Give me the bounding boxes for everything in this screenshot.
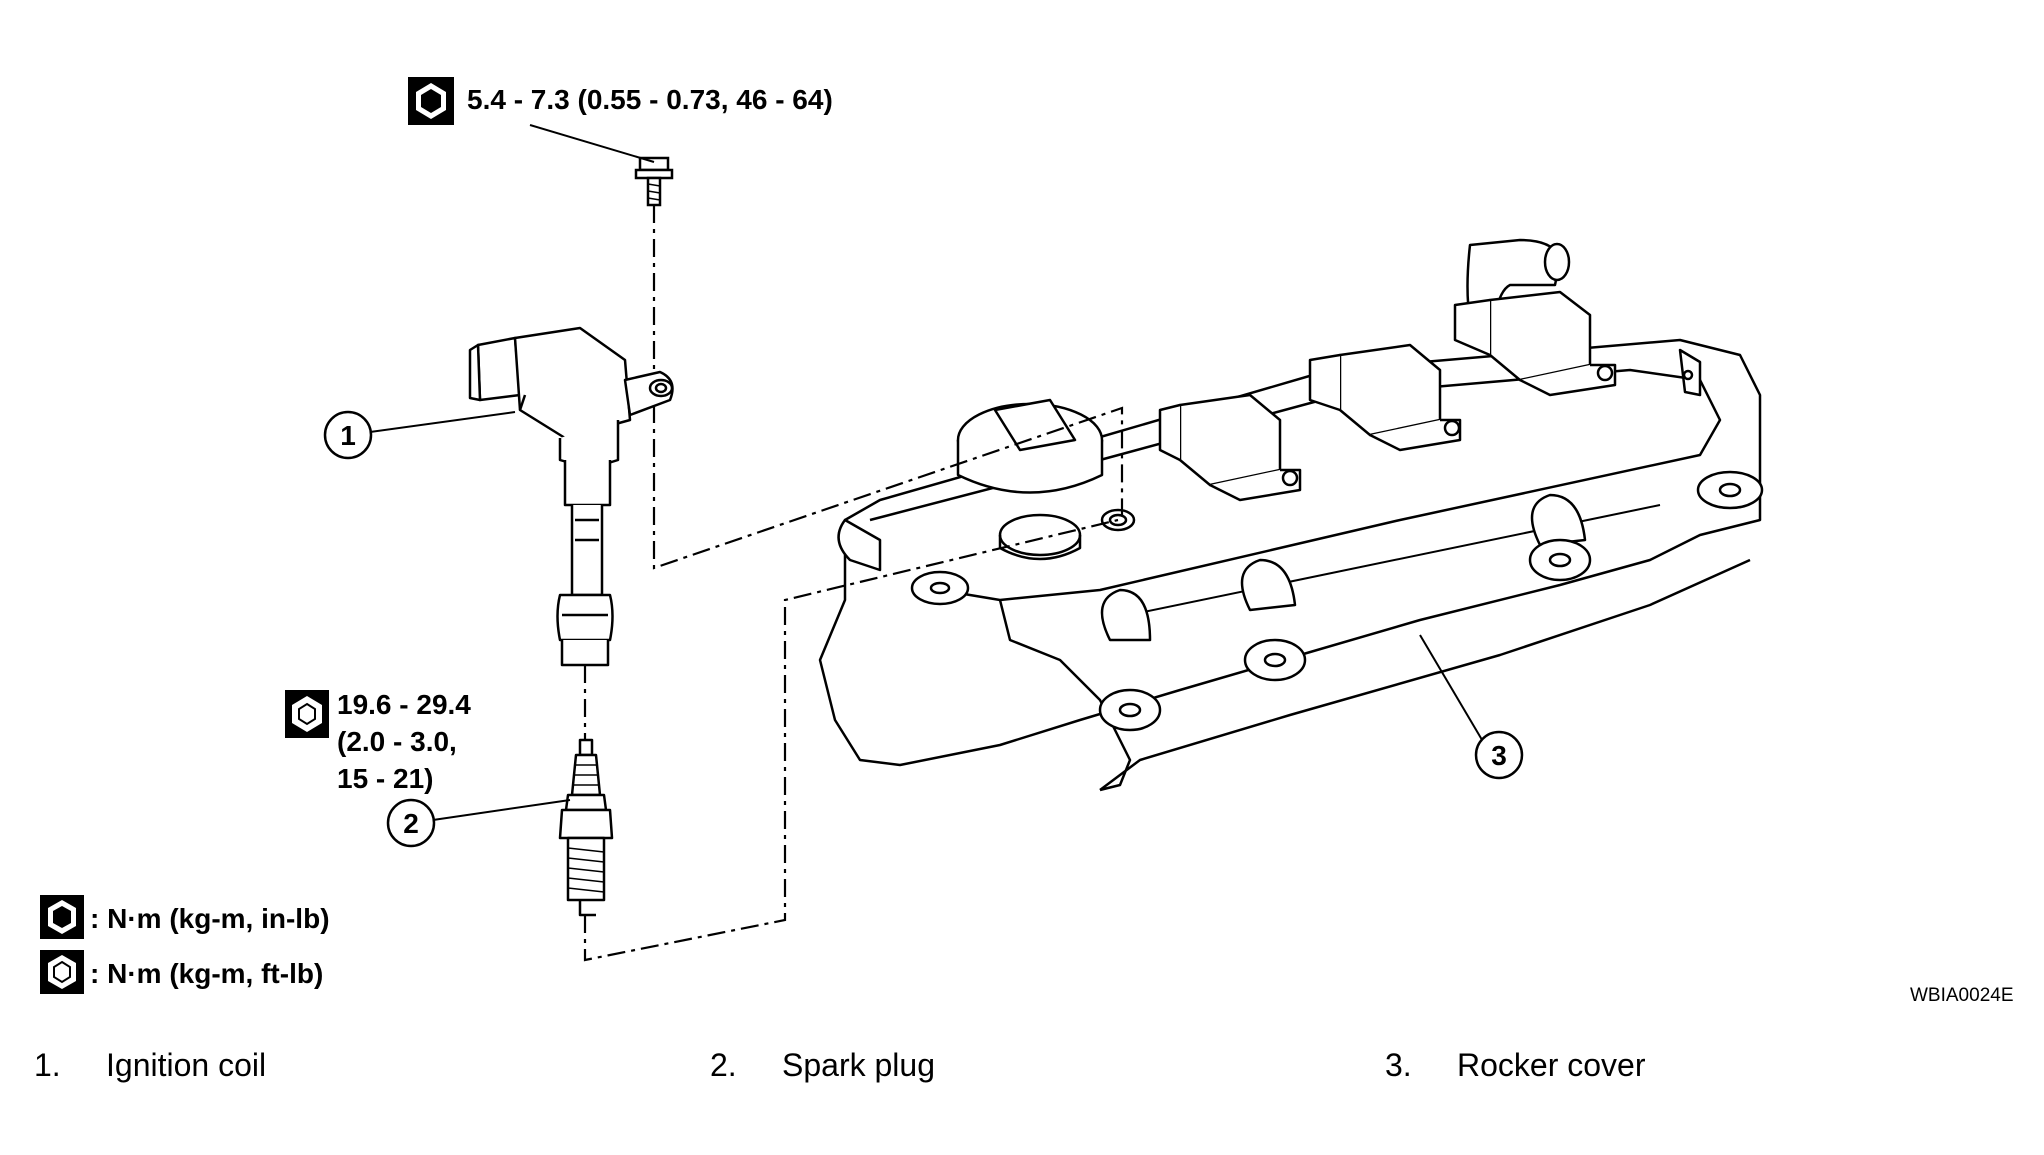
socket-torque-icon bbox=[285, 690, 329, 738]
part-name: Rocker cover bbox=[1457, 1047, 1646, 1083]
spark-plug-torque-value: 19.6 - 29.4 (2.0 - 3.0, 15 - 21) bbox=[337, 686, 471, 797]
installed-ignition-coils bbox=[1158, 290, 1617, 502]
hex-torque-icon bbox=[408, 77, 454, 125]
callout-1: 1 bbox=[323, 410, 373, 460]
svg-text:1: 1 bbox=[340, 420, 356, 451]
ignition-coil bbox=[468, 326, 674, 667]
part-number: 1. bbox=[34, 1047, 61, 1083]
legend-in-lb-text: : N·m (kg-m, in-lb) bbox=[90, 903, 330, 934]
assembly-lines bbox=[583, 205, 1124, 962]
hex-torque-icon bbox=[40, 895, 84, 939]
torque-plug-line-2: (2.0 - 3.0, bbox=[337, 726, 457, 757]
bolt-torque-value: 5.4 - 7.3 (0.55 - 0.73, 46 - 64) bbox=[467, 84, 833, 115]
part-number: 3. bbox=[1385, 1047, 1412, 1083]
figure-code: WBIA0024E bbox=[1910, 985, 2014, 1006]
callout-3: 3 bbox=[1474, 730, 1524, 780]
rocker-cover bbox=[818, 238, 1764, 792]
socket-torque-icon bbox=[40, 950, 84, 994]
torque-plug-line-3: 15 - 21) bbox=[337, 763, 434, 794]
callout-2: 2 bbox=[386, 798, 436, 848]
legend-ft-lb-text: : N·m (kg-m, ft-lb) bbox=[90, 958, 324, 989]
svg-text:3: 3 bbox=[1491, 740, 1507, 771]
torque-plug-line-1: 19.6 - 29.4 bbox=[337, 689, 471, 720]
part-name: Ignition coil bbox=[106, 1047, 267, 1083]
part-name: Spark plug bbox=[782, 1047, 935, 1083]
part-number: 2. bbox=[710, 1047, 737, 1083]
spark-plug bbox=[558, 738, 614, 917]
svg-text:2: 2 bbox=[403, 808, 419, 839]
leader-lines bbox=[369, 124, 1489, 821]
coil-bolt bbox=[634, 156, 674, 207]
